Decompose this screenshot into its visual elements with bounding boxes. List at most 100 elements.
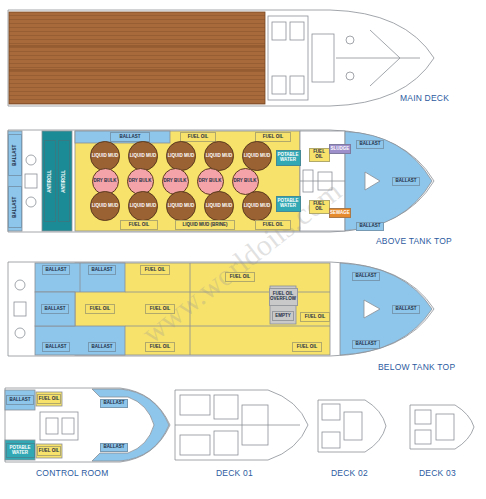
tank-box: BALLAST: [356, 222, 384, 231]
tank-label: FUEL OIL: [150, 307, 170, 312]
tank-label: BALLAST: [104, 445, 125, 450]
main-deck: [8, 10, 434, 106]
tank-label: BALLAST: [45, 307, 66, 312]
tank-label: BALLAST: [92, 268, 113, 273]
tank-box: BALLAST: [392, 177, 420, 186]
tank-circle: LIQUID MUD: [90, 191, 120, 221]
tank-box: BALLAST: [356, 140, 384, 149]
tank-label: FUEL OIL: [145, 268, 165, 273]
main-deck-part: [290, 76, 304, 94]
control-room-part: [36, 444, 62, 458]
tank-label: FUEL OIL: [39, 449, 59, 454]
tank-box: EMPTY: [272, 311, 294, 321]
control-room-part: [40, 412, 78, 440]
tank-label: FUEL OIL: [150, 345, 170, 350]
main-deck-part: [312, 34, 334, 82]
control-room-part: [5, 388, 170, 462]
tank-box: FUEL OIL OVERFLOW: [269, 288, 298, 306]
tank-label: DRY BULK: [233, 179, 256, 184]
tank-label: FUEL OIL: [188, 135, 208, 140]
tank-label: LIQUID MUD (BRINE): [183, 223, 228, 228]
main-deck-part: [346, 36, 354, 44]
deck-03: [410, 405, 474, 449]
tank-box: POTABLE WATER: [276, 150, 301, 166]
tank-box: ANTIROLL: [58, 140, 70, 222]
deck-02-part: [318, 400, 386, 452]
tank-box: ANTIROLL: [44, 140, 56, 222]
tank-circle: LIQUID MUD: [166, 191, 196, 221]
tank-box: BALLAST: [352, 272, 380, 281]
section-title: DECK 02: [331, 468, 368, 478]
tank-label: BALLAST: [396, 179, 417, 184]
section-title: DECK 03: [419, 468, 456, 478]
above-tank-top-part: [345, 132, 432, 231]
tank-box: FUEL OIL: [85, 304, 115, 314]
main-deck-part: [8, 10, 434, 106]
tank-label: LIQUID MUD: [206, 154, 233, 159]
tank-box: FUEL OIL: [309, 200, 330, 214]
tank-box: BALLAST: [41, 304, 69, 314]
tank-label: BALLAST: [46, 345, 67, 350]
tank-label: POTABLE WATER: [277, 153, 300, 162]
section-title: DECK 01: [216, 468, 253, 478]
below-tank-top-part: [15, 328, 25, 338]
tank-label: BALLAST: [104, 401, 125, 406]
below-tank-top-part: [35, 263, 125, 292]
control-room: [5, 388, 170, 462]
tank-label: FUEL OIL: [129, 223, 149, 228]
tank-label: LIQUID MUD: [244, 154, 271, 159]
tank-label: BALLAST: [360, 224, 381, 229]
tank-circle: LIQUID MUD: [204, 141, 234, 171]
control-room-part: [62, 418, 74, 434]
tank-label: POTABLE WATER: [7, 446, 34, 455]
tank-box: FUEL OIL: [145, 304, 175, 314]
tank-box: BALLAST: [8, 186, 22, 228]
tank-label: FUEL OIL: [310, 150, 329, 159]
tank-label: LIQUID MUD: [168, 154, 195, 159]
tank-box: POTABLE WATER: [276, 196, 301, 212]
tank-label: FUEL OIL: [263, 223, 283, 228]
tank-label: LIQUID MUD: [130, 154, 157, 159]
tank-box: BALLAST: [100, 443, 128, 452]
below-tank-top-part: [364, 300, 380, 318]
tank-label: FUEL OIL: [230, 275, 250, 280]
deck-01-part: [175, 425, 300, 426]
main-deck-part: [9, 46, 265, 47]
above-tank-top-part: [8, 130, 434, 232]
tank-label: LIQUID MUD: [130, 204, 157, 209]
tank-box: BALLAST: [42, 265, 70, 275]
section-title: BELOW TANK TOP: [378, 362, 455, 372]
tank-label: LIQUID MUD: [206, 204, 233, 209]
tank-label: FUEL OIL: [90, 307, 110, 312]
above-tank-top-part: [75, 131, 300, 231]
tank-label: BALLAST: [92, 345, 113, 350]
section-title: MAIN DECK: [400, 93, 449, 103]
tank-box: POTABLE WATER: [6, 443, 35, 458]
tank-box: LIQUID MUD (BRINE): [175, 220, 235, 230]
deck-01-part: [180, 395, 210, 415]
above-tank-top-part: [365, 172, 380, 190]
tank-label: DRY BULK: [163, 179, 186, 184]
above-tank-top-part: [42, 131, 72, 231]
tank-label: BALLAST: [46, 268, 67, 273]
above-tank-top-part: [26, 197, 36, 207]
deck-01-part: [214, 431, 238, 455]
tank-circle: LIQUID MUD: [166, 141, 196, 171]
main-deck-part: [9, 12, 265, 104]
below-tank-top-part: [15, 280, 25, 290]
deck-03-part: [415, 410, 431, 424]
deck-03-part: [410, 405, 474, 449]
tank-box: FUEL OIL: [255, 220, 291, 230]
section-title: ABOVE TANK TOP: [376, 236, 452, 246]
tank-label: FUEL OIL: [297, 345, 317, 350]
tank-label: BALLAST: [13, 145, 18, 166]
tank-box: FUEL OIL: [140, 265, 170, 275]
tank-box: SEWAGE: [329, 208, 352, 218]
tank-label: EMPTY: [275, 314, 291, 319]
deck-03-part: [436, 414, 454, 440]
tank-label: FUEL OIL: [310, 202, 329, 211]
tank-box: FUEL OIL: [180, 132, 216, 142]
tank-box: BALLAST: [88, 342, 116, 352]
main-deck-part: [290, 22, 304, 40]
tank-box: BALLAST: [352, 340, 380, 349]
